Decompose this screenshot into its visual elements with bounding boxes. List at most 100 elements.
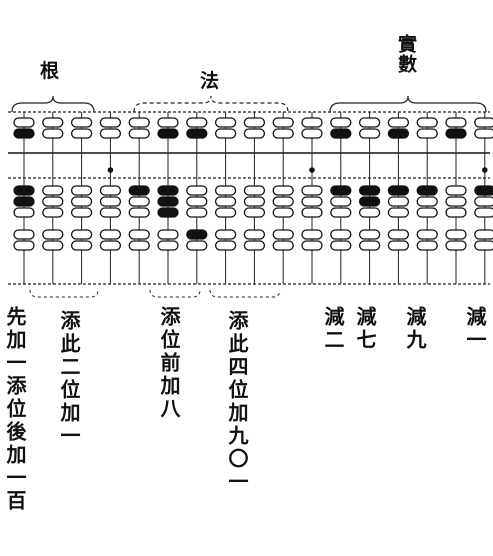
lower-bead	[474, 207, 493, 218]
lower-bead	[445, 229, 467, 240]
upper-bead	[99, 117, 122, 128]
lower-bead	[358, 240, 381, 251]
lower-bead	[272, 185, 294, 196]
lower-bead	[128, 196, 150, 207]
upper-bead	[387, 117, 410, 128]
group-brace-3	[329, 95, 487, 113]
lower-bead	[42, 196, 64, 207]
upper-bead	[358, 117, 381, 128]
lower-bead	[387, 229, 410, 240]
unit-dot	[482, 167, 488, 173]
lower-bead	[157, 196, 179, 207]
lower-bead	[42, 240, 64, 251]
upper-bead	[13, 117, 35, 128]
lower-bead	[13, 229, 35, 240]
upper-bead	[70, 128, 93, 139]
lower-bead	[416, 240, 438, 251]
lower-bead	[128, 185, 150, 196]
upper-bead	[70, 117, 93, 128]
lower-bead	[157, 207, 179, 218]
lower-bead	[214, 207, 237, 218]
unit-dot	[107, 167, 114, 173]
lower-bead	[416, 196, 438, 207]
lower-bead	[70, 229, 93, 240]
upper-bead	[330, 117, 352, 128]
lower-bead	[186, 207, 208, 218]
lower-bead	[157, 229, 179, 240]
lower-bead	[272, 207, 294, 218]
upper-bead	[186, 117, 208, 128]
lower-bead	[99, 229, 122, 240]
upper-bead	[301, 117, 323, 128]
upper-bead	[330, 128, 352, 139]
lower-bead	[99, 207, 122, 218]
lower-bead	[243, 229, 266, 240]
upper-bead	[42, 117, 64, 128]
lower-bead	[416, 207, 438, 218]
annotation-add-two-places: 添此二位加一	[57, 310, 81, 448]
lower-brace-1	[29, 289, 99, 298]
lower-bead	[387, 240, 410, 251]
lower-bead	[301, 207, 323, 218]
lower-bead	[99, 240, 122, 251]
lower-bead	[214, 196, 237, 207]
lower-bead	[70, 196, 93, 207]
lower-bead	[445, 196, 467, 207]
annotation-minus-nine: 減九	[403, 306, 427, 352]
lower-bead	[358, 196, 381, 207]
upper-bead	[243, 128, 266, 139]
upper-bead	[301, 128, 323, 139]
lower-bead	[42, 229, 64, 240]
lower-bead	[301, 196, 323, 207]
lower-bead	[13, 196, 35, 207]
annotation-add-one-then-hundred: 先加一添位後加一百	[3, 306, 27, 513]
lower-bead	[186, 229, 208, 240]
lower-bead	[243, 196, 266, 207]
annotation-minus-two: 減二	[321, 306, 345, 352]
lower-bead	[330, 229, 352, 240]
upper-bead	[13, 128, 35, 139]
lower-brace-2	[149, 289, 201, 298]
lower-bead	[301, 240, 323, 251]
lower-bead	[358, 207, 381, 218]
lower-bead	[186, 185, 208, 196]
upper-bead	[214, 117, 237, 128]
lower-bead	[214, 229, 237, 240]
lower-bead	[186, 240, 208, 251]
lower-bead	[416, 185, 438, 196]
header-dividend: 實數	[395, 34, 417, 74]
upper-bead	[243, 117, 266, 128]
upper-bead	[157, 117, 179, 128]
lower-bead	[445, 207, 467, 218]
upper-bead	[387, 128, 410, 139]
lower-bead	[13, 240, 35, 251]
lower-bead	[474, 196, 493, 207]
lower-bead	[243, 185, 266, 196]
lower-bead	[70, 185, 93, 196]
lower-bead	[128, 207, 150, 218]
lower-bead	[42, 185, 64, 196]
lower-bead	[272, 196, 294, 207]
upper-bead	[474, 117, 493, 128]
lower-bead	[214, 240, 237, 251]
annotation-minus-seven: 減七	[353, 306, 377, 352]
lower-bead	[474, 229, 493, 240]
header-root: 根	[40, 60, 60, 82]
upper-bead	[272, 128, 294, 139]
lower-bead	[186, 196, 208, 207]
lower-bead	[214, 185, 237, 196]
annotation-minus-one: 減一	[463, 306, 487, 352]
lower-bead	[330, 196, 352, 207]
lower-bead	[445, 185, 467, 196]
upper-bead	[99, 128, 122, 139]
upper-bead	[128, 128, 150, 139]
lower-bead	[301, 229, 323, 240]
upper-bead	[416, 117, 438, 128]
lower-bead	[330, 185, 352, 196]
group-brace-2	[133, 95, 289, 113]
group-brace-1	[11, 95, 95, 113]
lower-bead	[387, 207, 410, 218]
lower-bead	[157, 185, 179, 196]
lower-bead	[243, 240, 266, 251]
